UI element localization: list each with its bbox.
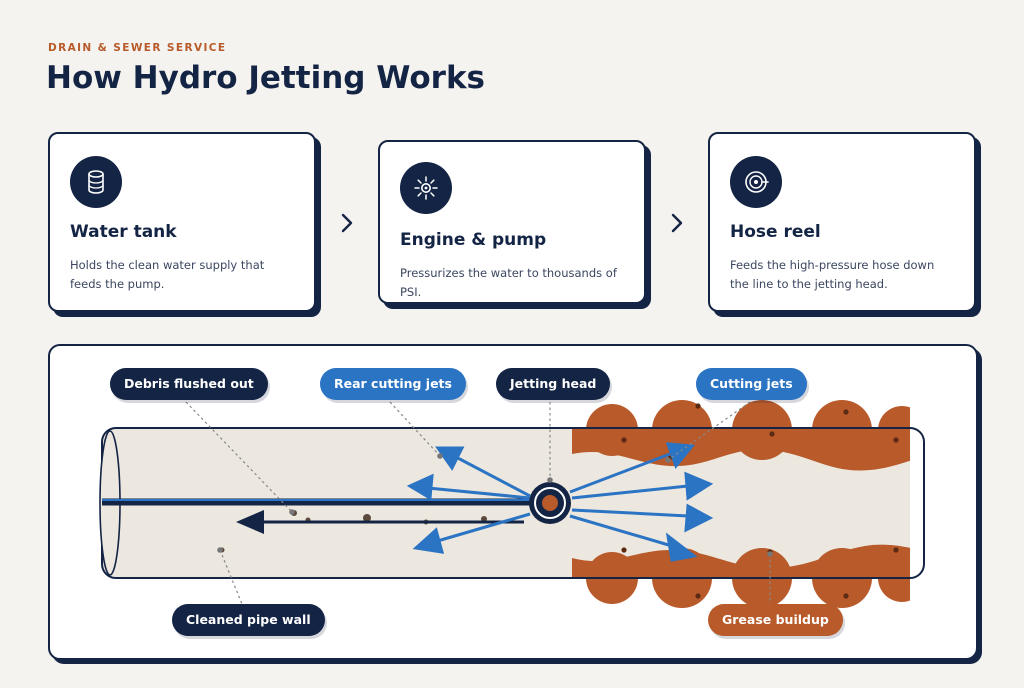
label-grease-buildup: Grease buildup bbox=[708, 604, 843, 636]
pipe-diagram-panel: Debris flushed out Rear cutting jets Jet… bbox=[48, 344, 978, 660]
flush-direction-arrow bbox=[236, 510, 264, 534]
pipe-diagram-illustration bbox=[99, 400, 976, 608]
grease-buildup bbox=[572, 428, 924, 578]
step-title: Engine & pump bbox=[400, 230, 547, 250]
engine-pump-icon bbox=[400, 162, 452, 214]
chevron-right-icon bbox=[671, 213, 683, 233]
eyebrow-label: DRAIN & SEWER SERVICE bbox=[48, 42, 227, 54]
cutting-jet-arrows bbox=[569, 442, 714, 562]
label-rear-cutting-jets: Rear cutting jets bbox=[320, 368, 466, 400]
label-cleaned-pipe-wall: Cleaned pipe wall bbox=[172, 604, 325, 636]
leader-lines bbox=[185, 401, 771, 605]
chevron-right-icon bbox=[341, 213, 353, 233]
step-card-hose-reel: Hose reel Feeds the high-pressure hose d… bbox=[708, 132, 976, 312]
label-jetting-head: Jetting head bbox=[496, 368, 611, 400]
step-card-water-tank: Water tank Holds the clean water supply … bbox=[48, 132, 316, 312]
step-description: Pressurizes the water to thousands of PS… bbox=[400, 266, 617, 299]
step-description: Holds the clean water supply that feeds … bbox=[70, 258, 265, 291]
hose-reel-icon bbox=[730, 156, 782, 208]
label-debris-flushed-out: Debris flushed out bbox=[110, 368, 268, 400]
jetting-head bbox=[529, 482, 571, 524]
water-tank-icon bbox=[70, 156, 122, 208]
page-title: How Hydro Jetting Works bbox=[46, 60, 486, 96]
step-description: Feeds the high-pressure hose down the li… bbox=[730, 258, 935, 291]
step-card-engine-pump: Engine & pump Pressurizes the water to t… bbox=[378, 140, 646, 304]
rear-jet-arrows bbox=[406, 446, 531, 554]
step-title: Water tank bbox=[70, 222, 177, 242]
label-cutting-jets: Cutting jets bbox=[696, 368, 807, 400]
step-title: Hose reel bbox=[730, 222, 821, 242]
